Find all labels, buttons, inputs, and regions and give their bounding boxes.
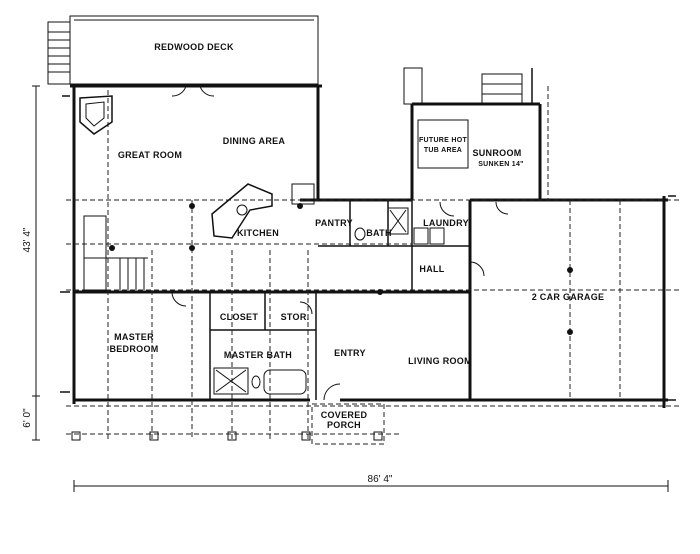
kitchen-counter — [211, 183, 315, 239]
label-sunroom-note: SUNKEN 14" — [478, 161, 524, 168]
exterior-walls — [60, 84, 676, 408]
label-future-hot-tub-2: TUB AREA — [424, 147, 462, 154]
dimension-porch-depth: 6' 0" — [22, 408, 33, 428]
label-garage: 2 CAR GARAGE — [532, 292, 605, 302]
label-kitchen: KITCHEN — [237, 228, 279, 238]
label-covered-porch-1: COVERED — [321, 410, 368, 420]
label-bath: BATH — [366, 228, 392, 238]
label-great-room: GREAT ROOM — [118, 150, 182, 160]
label-closet: CLOSET — [220, 312, 259, 322]
bath-fixtures — [213, 207, 445, 395]
label-stor: STOR. — [281, 312, 310, 322]
label-entry: ENTRY — [334, 348, 366, 358]
covered-porch — [311, 403, 385, 445]
label-living-room: LIVING ROOM — [408, 356, 472, 366]
beam-lines — [66, 90, 680, 440]
fireplace — [79, 95, 113, 135]
label-laundry: LAUNDRY — [423, 218, 469, 228]
label-redwood-deck: REDWOOD DECK — [154, 42, 234, 52]
label-master-bedroom-2: BEDROOM — [109, 344, 158, 354]
doors — [171, 85, 509, 401]
interior-walls — [74, 200, 472, 400]
dimension-lines — [32, 85, 669, 492]
label-master-bedroom-1: MASTER — [114, 332, 154, 342]
dimension-overall-depth: 43' 4" — [22, 227, 33, 252]
label-dining-area: DINING AREA — [223, 136, 286, 146]
label-sunroom: SUNROOM — [472, 148, 521, 158]
hot-tub-outline — [417, 119, 469, 169]
redwood-deck — [47, 15, 319, 85]
label-covered-porch-2: PORCH — [327, 420, 361, 430]
sunroom-structure — [403, 67, 549, 200]
label-hall: HALL — [419, 264, 444, 274]
label-future-hot-tub-1: FUTURE HOT — [419, 137, 468, 144]
interior-stairs — [83, 215, 148, 291]
label-master-bath: MASTER BATH — [224, 350, 292, 360]
dimension-overall-width: 86' 4" — [368, 474, 393, 485]
label-pantry: PANTRY — [315, 218, 353, 228]
